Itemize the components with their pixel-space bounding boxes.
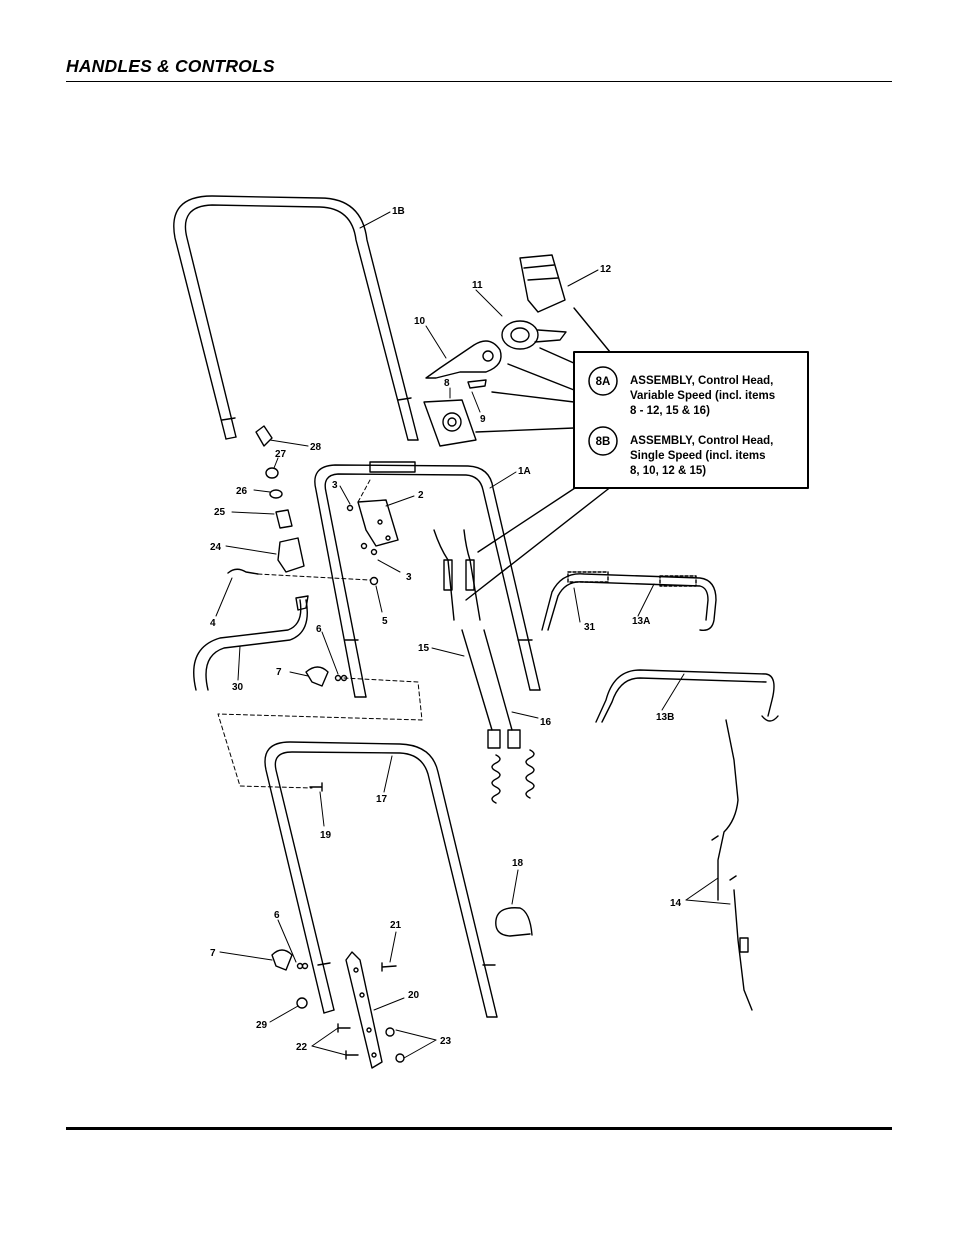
callout-25: 25 (214, 507, 226, 518)
washer-6-lower (296, 962, 304, 970)
callout-6-upper: 6 (316, 624, 322, 635)
knob-7-upper (305, 666, 329, 687)
control-cables-15-16 (433, 529, 535, 804)
callout-21: 21 (390, 920, 402, 931)
callout-1a: 1A (518, 466, 531, 477)
callout-7-lower: 7 (210, 948, 216, 959)
legend-circle-8b (588, 426, 618, 456)
callout-14: 14 (670, 898, 682, 909)
part-26 (269, 489, 283, 499)
callout-31: 31 (584, 622, 596, 633)
callout-15: 15 (418, 643, 430, 654)
callout-5: 5 (382, 616, 388, 627)
callout-19: 19 (320, 830, 332, 841)
callout-12: 12 (600, 264, 612, 275)
bail-13a (541, 571, 717, 631)
callout-4: 4 (210, 618, 216, 629)
nut-3b (360, 542, 368, 550)
legend-8a-line1: ASSEMBLY, Control Head, (630, 375, 773, 387)
legend-code-8b: 8B (596, 436, 611, 448)
callout-17: 17 (376, 794, 388, 805)
handle-bracket-20 (345, 951, 383, 1069)
callout-23: 23 (440, 1036, 452, 1047)
legend-box (573, 351, 809, 489)
part-27 (265, 467, 279, 479)
callout-29: 29 (256, 1020, 268, 1031)
cable-30 (193, 599, 302, 691)
middle-handle-1a (314, 461, 541, 698)
callout-6-lower: 6 (274, 910, 280, 921)
callout-27: 27 (275, 449, 287, 460)
page-title: HANDLES & CONTROLS (66, 56, 275, 76)
part-24 (277, 537, 305, 573)
bolt-22b (345, 1050, 359, 1060)
callout-3b: 3 (406, 572, 412, 583)
callout-24: 24 (210, 542, 222, 553)
callout-10: 10 (414, 316, 426, 327)
wire-18 (495, 907, 533, 937)
callout-16: 16 (540, 717, 552, 728)
washer-6-upper (334, 674, 342, 682)
nut-23b (395, 1053, 405, 1063)
bolt-22a (337, 1023, 351, 1033)
legend-code-8a: 8A (596, 376, 611, 388)
legend-8b-line3: 8, 10, 12 & 15) (630, 465, 706, 477)
callout-30: 30 (232, 682, 244, 693)
lower-handle-17 (264, 741, 498, 1018)
upper-handle-1b (173, 195, 419, 441)
nut-5 (369, 576, 379, 586)
callout-2: 2 (418, 490, 424, 501)
bolt-19 (309, 782, 323, 792)
knob-29 (296, 997, 308, 1009)
callout-7-upper: 7 (276, 667, 282, 678)
callout-22: 22 (296, 1042, 308, 1053)
cable-14 (711, 719, 753, 1011)
control-head-parts (423, 254, 567, 447)
legend-8b-line2: Single Speed (incl. items (630, 450, 765, 462)
part-25 (275, 509, 293, 529)
nut-3a (346, 504, 354, 512)
callout-20: 20 (408, 990, 420, 1001)
callout-13b: 13B (656, 712, 674, 723)
legend-8b-line1: ASSEMBLY, Control Head, (630, 435, 773, 447)
legend-circle-8a (588, 366, 618, 396)
legend-8a-line2: Variable Speed (incl. items (630, 390, 775, 402)
bail-13b (595, 669, 779, 723)
knob-7-lower (271, 949, 293, 971)
screw-4 (227, 568, 259, 575)
clip-28 (255, 425, 273, 447)
callout-11: 11 (472, 280, 483, 291)
nut-23a (385, 1027, 395, 1037)
callout-8: 8 (444, 378, 450, 389)
callout-1b: 1B (392, 206, 405, 217)
header-divider (66, 81, 892, 82)
legend-8a-line3: 8 - 12, 15 & 16) (630, 405, 710, 417)
callout-26: 26 (236, 486, 248, 497)
callout-3a: 3 (332, 480, 338, 491)
callout-18: 18 (512, 858, 524, 869)
callout-28: 28 (310, 442, 322, 453)
callout-13a: 13A (632, 616, 650, 627)
bolt-21 (381, 962, 397, 972)
bracket-2 (357, 499, 399, 547)
footer-divider (66, 1127, 892, 1130)
callout-9: 9 (480, 414, 486, 425)
